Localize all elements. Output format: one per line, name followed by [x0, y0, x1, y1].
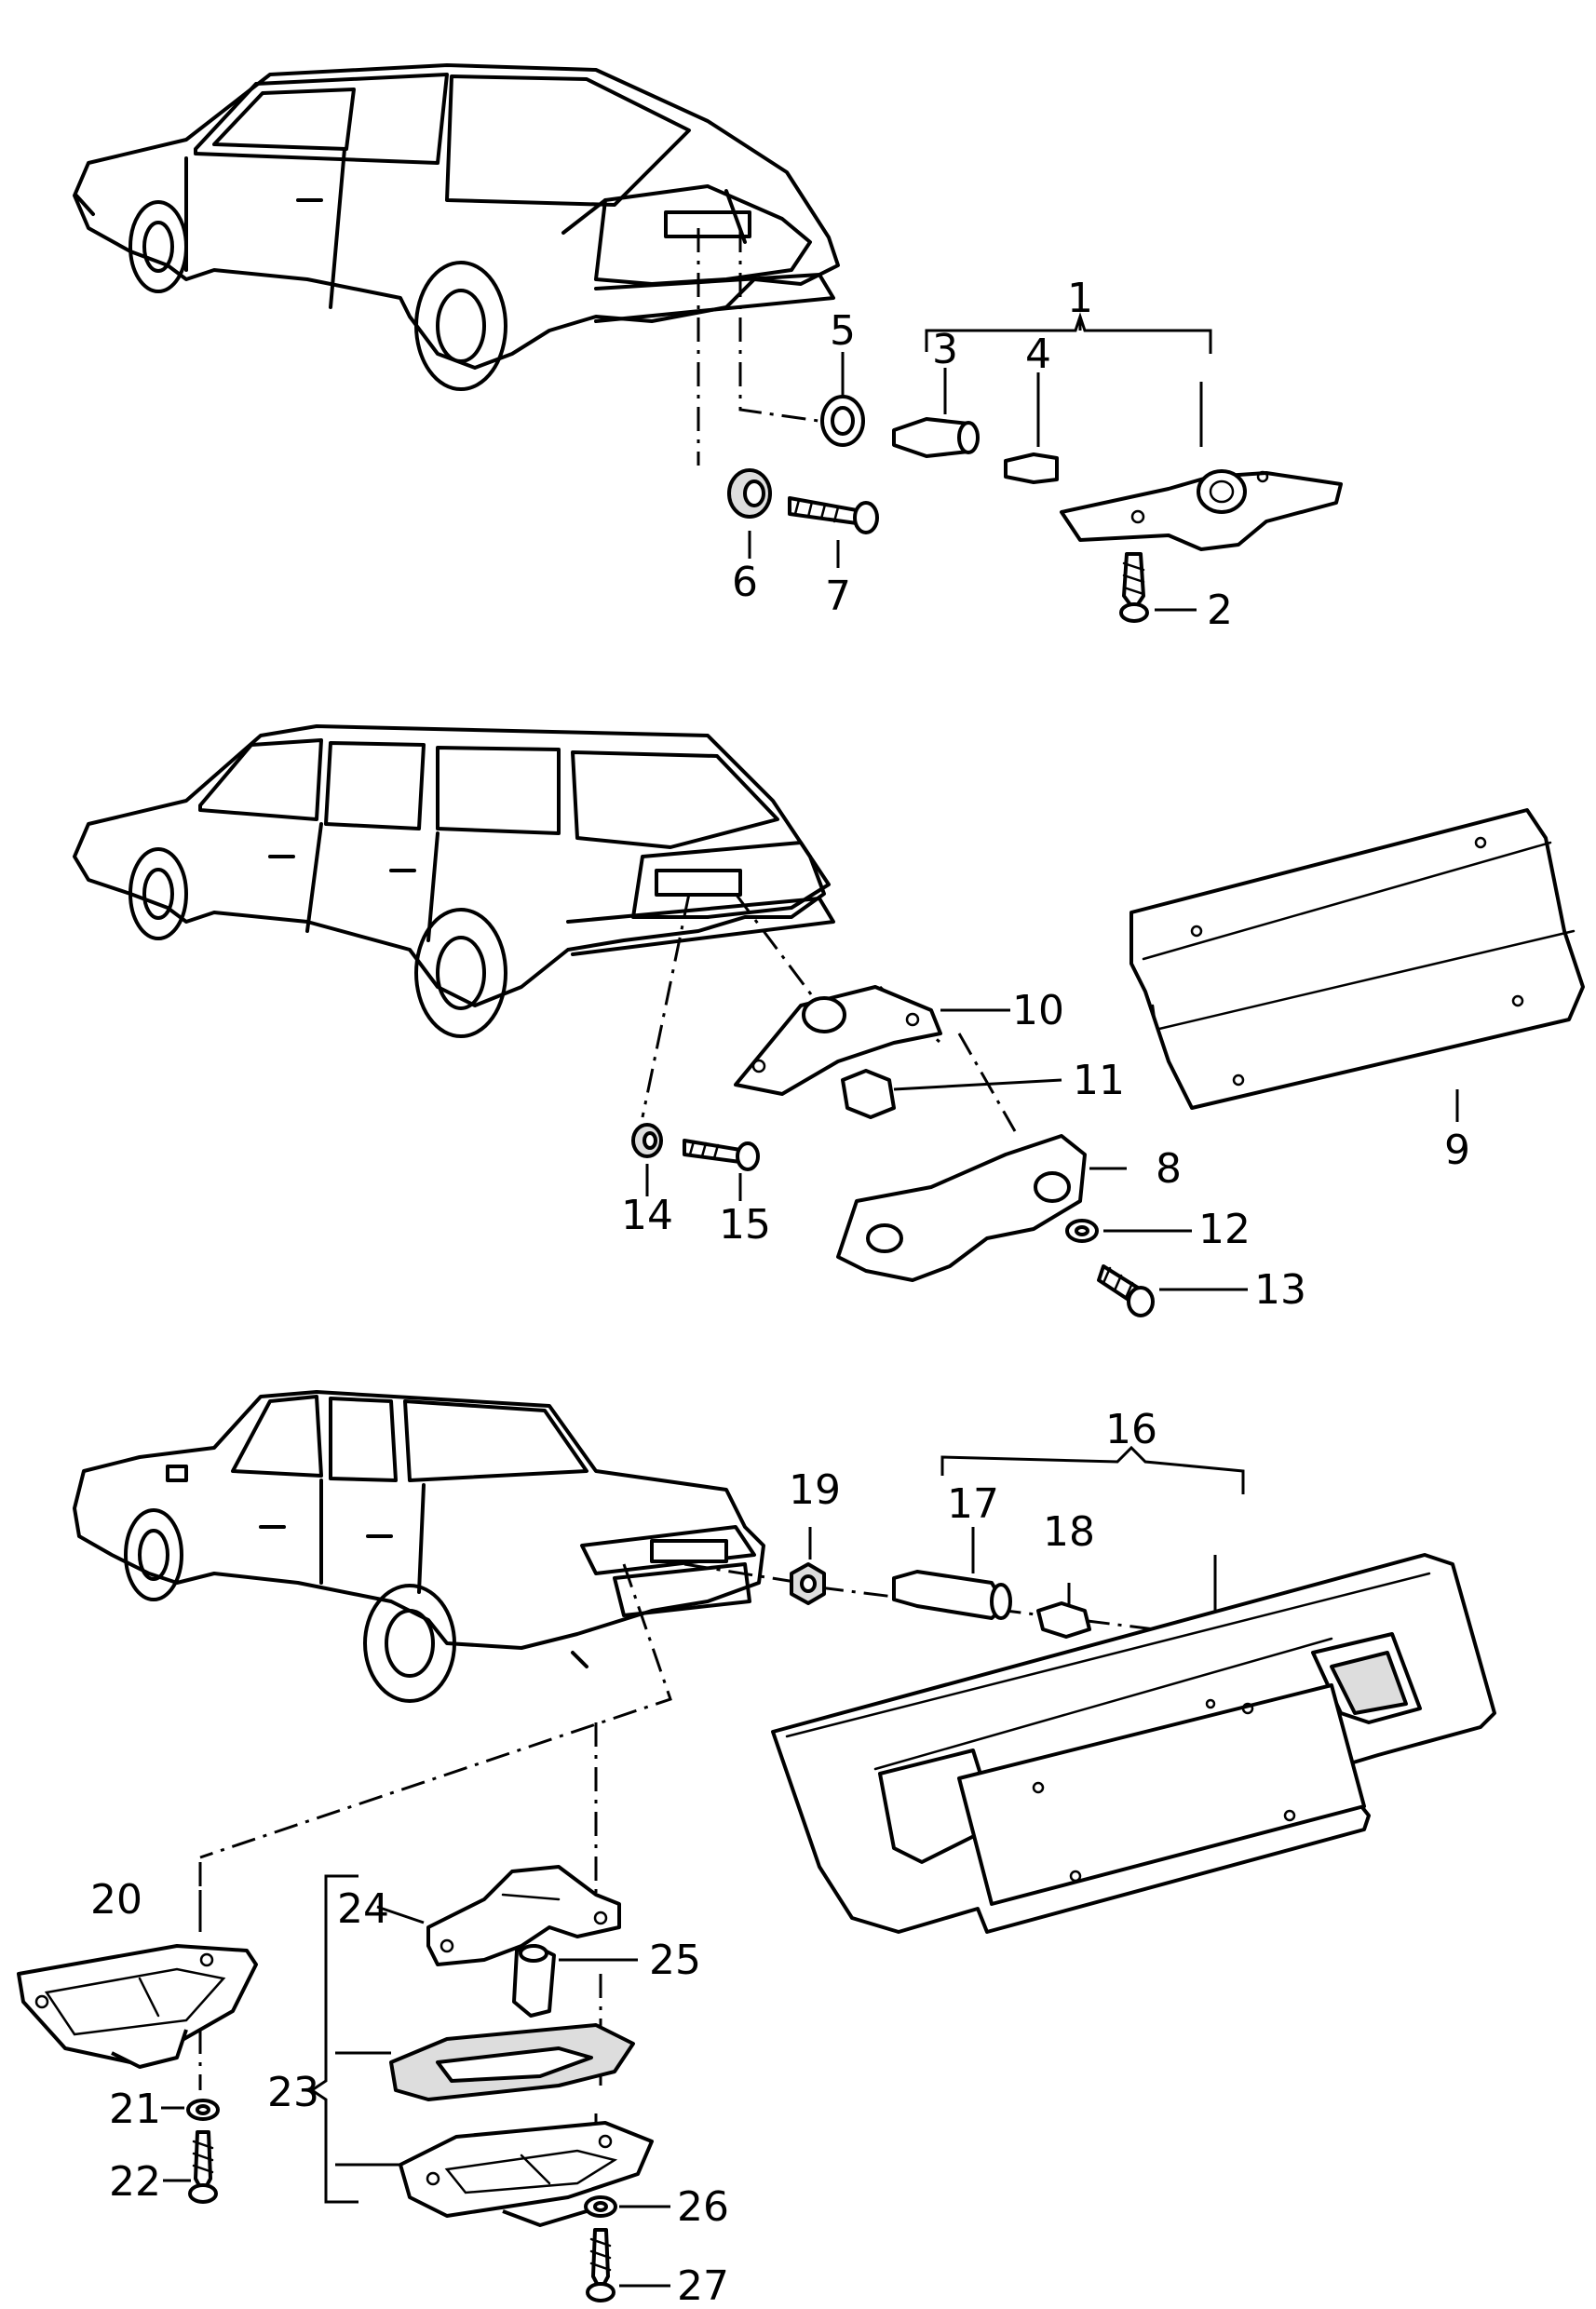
hatchback-car-illustration	[73, 63, 840, 391]
callout-19: 19	[789, 1466, 841, 1514]
part-25-bulb	[512, 1944, 556, 2018]
part-4-bulb	[1004, 452, 1059, 484]
callout-15: 15	[719, 1201, 771, 1249]
callout-3: 3	[932, 326, 958, 373]
callout-14: 14	[621, 1192, 673, 1239]
part-11-bulb	[841, 1069, 896, 1119]
callout-12: 12	[1198, 1206, 1251, 1253]
callout-5: 5	[830, 307, 856, 355]
callout-9: 9	[1444, 1127, 1470, 1174]
part-5-grommet	[820, 395, 865, 447]
callout-2: 2	[1207, 587, 1233, 634]
part-16-license-lamp-housing	[771, 1553, 1496, 1934]
callout-26: 26	[677, 2183, 729, 2231]
part-24-bracket	[426, 1865, 621, 1966]
part-12-washer	[1065, 1219, 1099, 1243]
part-9-cover-panel	[1129, 808, 1585, 1110]
callout-27: 27	[677, 2262, 729, 2309]
callout-25: 25	[649, 1937, 701, 1984]
part-7-screw	[788, 496, 879, 534]
callout-4: 4	[1025, 331, 1051, 378]
part-22-screw	[188, 2130, 218, 2204]
part-8-bracket	[836, 1134, 1087, 1282]
callout-6: 6	[732, 559, 758, 606]
callout-11: 11	[1073, 1057, 1125, 1104]
callout-8: 8	[1156, 1145, 1182, 1193]
part-26-washer	[584, 2195, 617, 2218]
part-10-lamp-holder	[734, 985, 942, 1096]
part-1-lamp-housing	[1060, 469, 1343, 551]
callout-24: 24	[337, 1885, 389, 1933]
gasket	[389, 2023, 635, 2101]
callout-23: 23	[267, 2069, 319, 2116]
part-13-screw	[1097, 1264, 1155, 1317]
part-3-bulb-holder	[892, 417, 980, 458]
callout-1: 1	[1067, 275, 1093, 322]
callout-18: 18	[1043, 1508, 1095, 1556]
sedan-car-illustration	[73, 1390, 765, 1703]
estate-car-illustration	[73, 724, 835, 1038]
part-6-grommet	[727, 468, 772, 519]
part-15-screw	[683, 1139, 760, 1171]
part-14-nut	[631, 1123, 663, 1158]
callout-10: 10	[1012, 987, 1064, 1034]
part-17-bulb-holder	[892, 1570, 1012, 1620]
callout-20: 20	[90, 1876, 142, 1924]
part-20-lens	[17, 1944, 258, 2069]
part-27-screw	[586, 2228, 615, 2302]
callout-7: 7	[825, 573, 851, 620]
part-2-screw	[1119, 552, 1149, 623]
lens-assembly	[399, 2121, 654, 2227]
estate-plate-light-recess	[655, 869, 742, 897]
sedan-plate-light-recess	[650, 1539, 728, 1563]
part-19-nut	[790, 1562, 826, 1605]
callout-13: 13	[1254, 1266, 1306, 1314]
callout-22: 22	[109, 2158, 161, 2206]
part-18-bulb	[1036, 1601, 1091, 1639]
part-21-washer	[186, 2099, 220, 2121]
callout-17: 17	[947, 1480, 999, 1528]
callout-21: 21	[109, 2086, 161, 2133]
callout-16: 16	[1105, 1406, 1157, 1453]
